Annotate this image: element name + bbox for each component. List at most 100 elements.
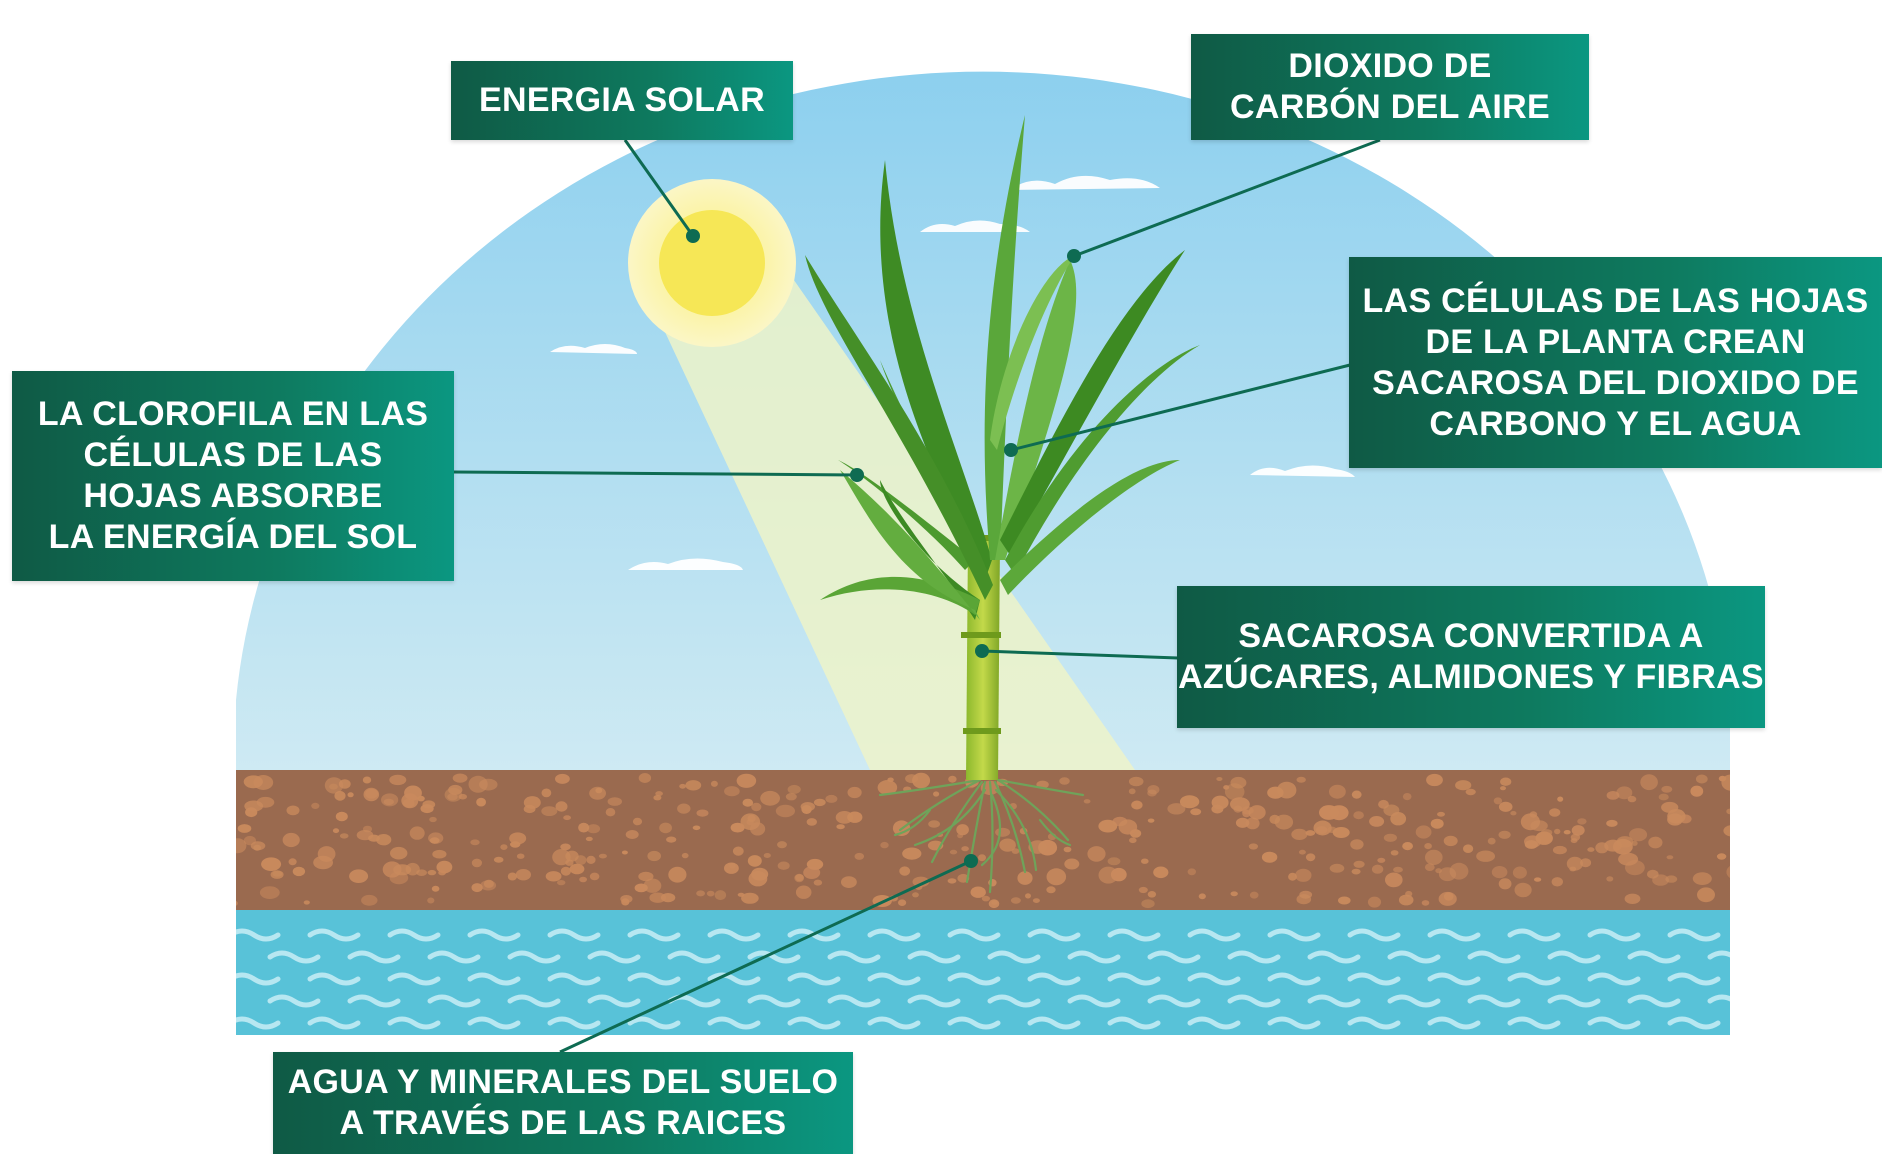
soil-pebble [607, 797, 622, 806]
soil-pebble [365, 788, 378, 799]
soil-pebble [961, 846, 969, 852]
soil-pebble [1087, 846, 1106, 862]
wave-mark [1067, 950, 1121, 964]
wave-mark [1267, 1016, 1321, 1030]
soil-pebble [741, 892, 759, 904]
soil-pebble [775, 804, 796, 818]
soil-pebble [1288, 872, 1297, 881]
soil-pebble [1435, 868, 1442, 874]
soil-pebble [1463, 844, 1474, 853]
soil-pebble [806, 818, 817, 826]
wave-mark [707, 972, 761, 986]
soil-pebble [1534, 877, 1542, 882]
wave-mark [1267, 972, 1321, 986]
soil-pebble [349, 869, 369, 883]
soil-pebble [1295, 868, 1312, 882]
soil-pebble [272, 870, 283, 877]
soil-pebble [1570, 838, 1578, 844]
soil-pebble [585, 836, 593, 842]
soil-pebble [1476, 850, 1495, 862]
wave-mark [707, 928, 761, 942]
soil-pebble [334, 790, 346, 801]
soil-pebble [1716, 853, 1727, 860]
soil-pebble [905, 774, 919, 784]
soil-pebble [480, 880, 497, 891]
soil-pebble [203, 813, 213, 822]
soil-pebble [898, 899, 907, 906]
soil-pebble [417, 795, 425, 802]
soil-pebble [447, 793, 458, 801]
soil-pebble [1059, 777, 1070, 785]
soil-pebble [1371, 864, 1384, 874]
soil-pebble [668, 866, 687, 883]
wave-mark [1107, 928, 1161, 942]
wave-mark [1507, 972, 1561, 986]
connector-lines [453, 138, 1381, 1054]
soil-pebble [1319, 805, 1339, 820]
soil-pebble [347, 792, 354, 798]
soil-pebble [948, 775, 957, 783]
plant-leaves [805, 115, 1200, 620]
soil-pebble [1351, 868, 1361, 875]
soil-pebble [541, 788, 552, 798]
soil-pebble [422, 800, 436, 809]
wave-mark [507, 994, 561, 1008]
soil-pebble [947, 878, 957, 884]
soil-pebble [236, 900, 238, 906]
soil-pebble [507, 872, 517, 881]
label-dioxido-carbon: DIOXIDO DE CARBÓN DEL AIRE [1191, 34, 1589, 140]
wave-mark [627, 1016, 681, 1030]
wave-mark [1027, 928, 1081, 942]
soil-pebble [836, 824, 845, 830]
soil-pebble [928, 820, 940, 828]
soil-pebble [1437, 811, 1445, 817]
soil-pebble [625, 830, 639, 839]
soil-pebble [750, 822, 766, 836]
soil-pebble [1551, 877, 1564, 887]
soil-pebble [847, 786, 862, 799]
soil-pebble [1398, 894, 1414, 906]
soil-pebble [1269, 814, 1280, 825]
soil-pebble [899, 866, 911, 876]
wave-mark [1347, 928, 1401, 942]
wave-mark [827, 994, 881, 1008]
soil-pebble [515, 869, 532, 881]
wave-mark [347, 994, 401, 1008]
soil-pebble [1338, 896, 1351, 905]
soil-pebble [1277, 781, 1297, 799]
soil-pebble [1216, 777, 1223, 781]
soil-pebble [1405, 890, 1413, 897]
soil-pebble [988, 899, 1000, 909]
wave-mark [787, 1016, 841, 1030]
soil-pebble [1390, 850, 1399, 856]
wave-mark [236, 1016, 281, 1030]
soil-pebble [1147, 818, 1155, 823]
soil-pebble [1443, 835, 1458, 847]
soil-pebble [1426, 773, 1443, 787]
soil-pebble [841, 876, 857, 888]
soil-pebble [1421, 900, 1430, 906]
soil-pebble [569, 863, 585, 875]
soil-pebble [1552, 845, 1567, 855]
soil-pebble [1198, 893, 1206, 900]
soil-pebble [471, 883, 483, 893]
wave-mark [1547, 950, 1601, 964]
soil-pebble [949, 849, 958, 855]
soil-pebble [653, 795, 662, 801]
wave-mark [1507, 1016, 1561, 1030]
wave-mark [1027, 972, 1081, 986]
wave-mark [1147, 950, 1201, 964]
wave-mark [1707, 994, 1730, 1008]
soil-pebble [1235, 817, 1250, 828]
soil-pebble [933, 791, 940, 797]
soil-pebble [286, 805, 300, 816]
soil-pebble [1618, 852, 1639, 866]
wave-mark [467, 928, 521, 942]
soil-pebble [1640, 774, 1658, 791]
soil-pebble [638, 773, 652, 783]
soil-pebble [760, 790, 780, 806]
soil-pebble [1241, 806, 1254, 815]
soil-pebble [1514, 882, 1532, 898]
wave-mark [307, 972, 361, 986]
soil-pebble [1500, 786, 1506, 791]
